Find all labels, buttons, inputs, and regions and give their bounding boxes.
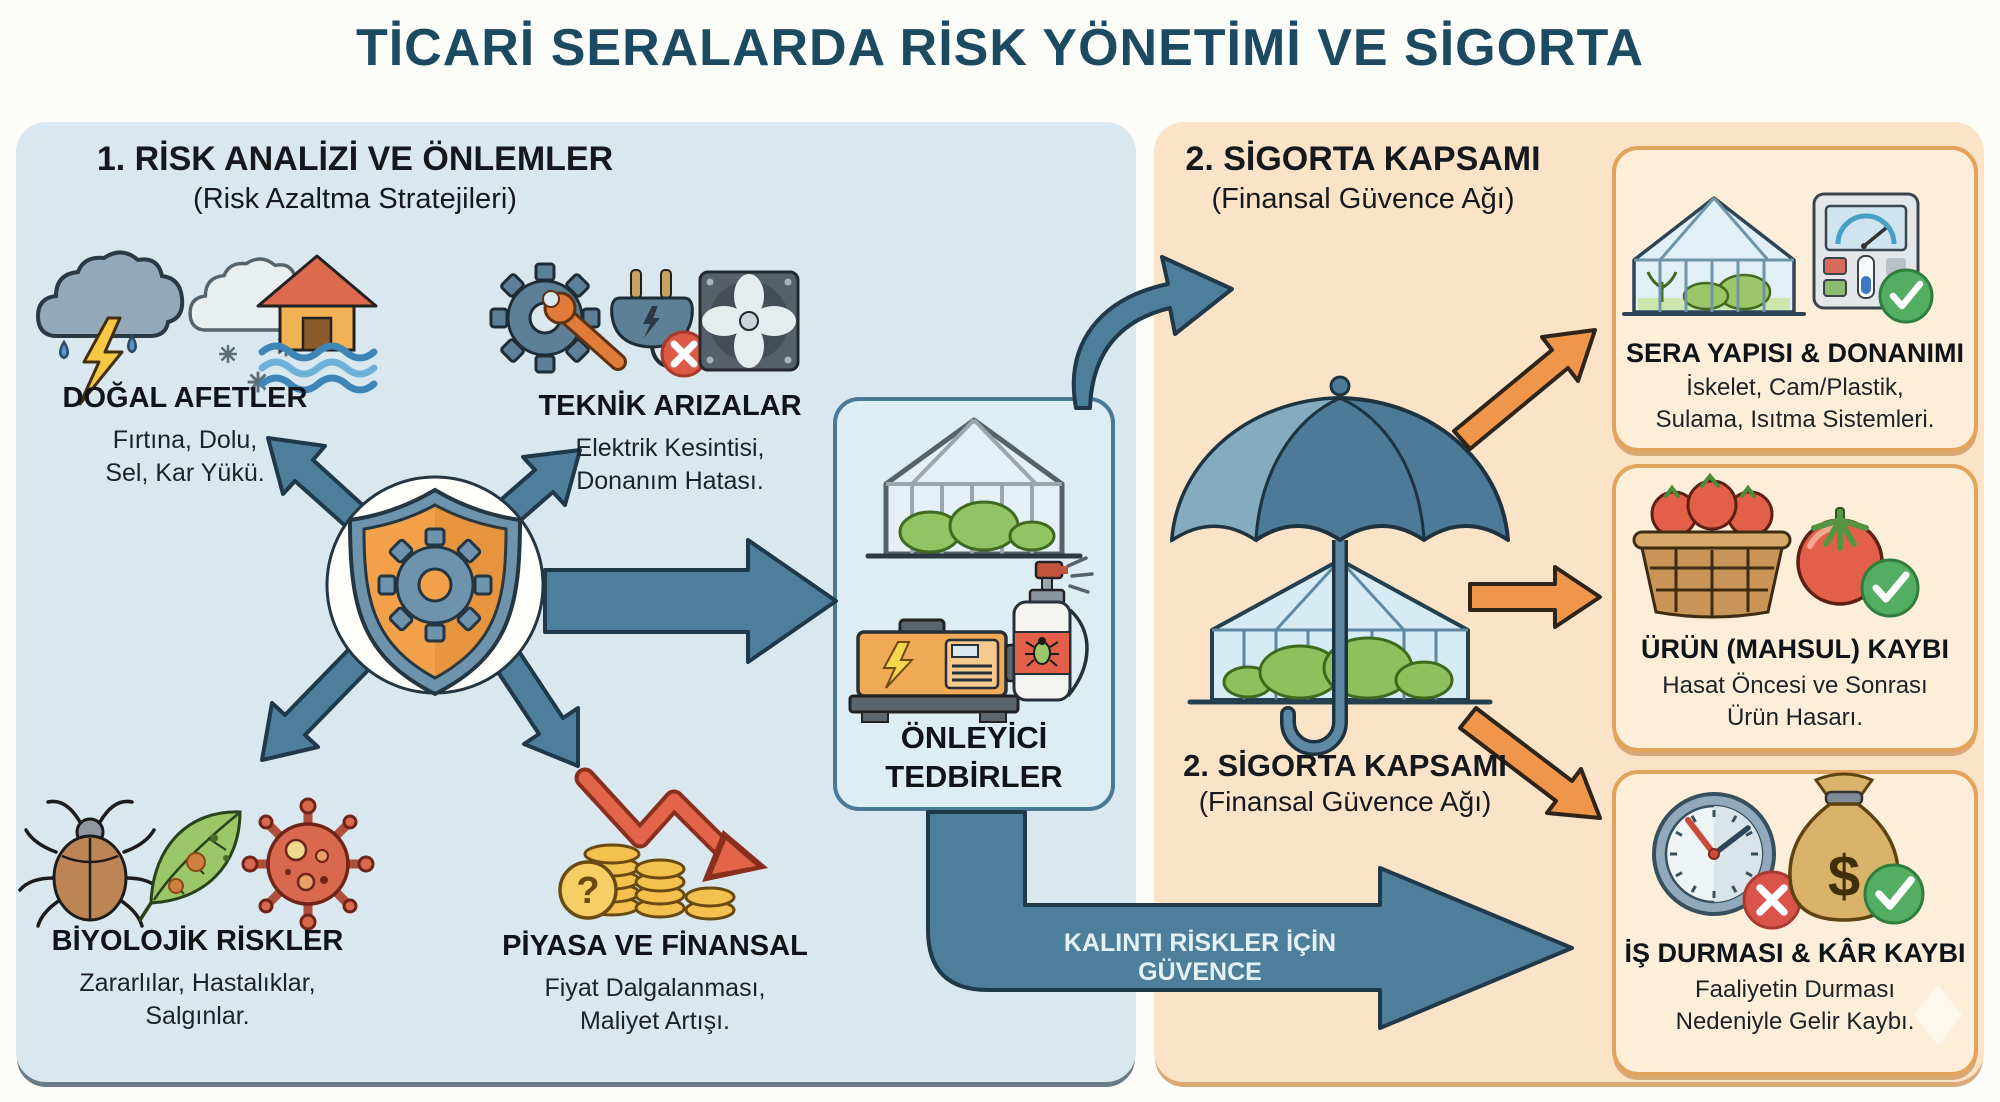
market-financial-title: PİYASA VE FİNANSAL xyxy=(502,930,808,962)
left-panel-heading: 1. RİSK ANALİZİ VE ÖNLEMLER (Risk Azaltm… xyxy=(55,140,655,216)
right-panel-title: 2. SİGORTA KAPSAMI xyxy=(1185,140,1541,178)
market-financial-desc: Fiyat Dalgalanması, Maliyet Artışı. xyxy=(544,974,766,1035)
coverage-structure-title: SERA YAPISI & DONANIMI xyxy=(1625,338,1965,368)
natural-disasters-desc: Fırtına, Dolu, Sel, Kar Yükü. xyxy=(105,426,265,487)
coverage-box-business: İŞ DURMASI & KÂR KAYBI Faaliyetin Durmas… xyxy=(1612,770,1978,1076)
coverage-structure-desc: İskelet, Cam/Plastik, Sulama, Isıtma Sis… xyxy=(1655,374,1935,433)
biological-risks-desc: Zararlılar, Hastalıklar, Salgınlar. xyxy=(79,969,316,1030)
coverage-box-crop: ÜRÜN (MAHSUL) KAYBI Hasat Öncesi ve Sonr… xyxy=(1612,464,1978,752)
left-panel-title: 1. RİSK ANALİZİ VE ÖNLEMLER xyxy=(96,140,614,178)
page-title: TİCARİ SERALARDA RİSK YÖNETİMİ VE SİGORT… xyxy=(355,19,1645,77)
biological-risks-title: BİYOLOJİK RİSKLER xyxy=(51,925,344,957)
right-panel-heading: 2. SİGORTA KAPSAMI (Finansal Güvence Ağı… xyxy=(1158,140,1568,216)
umbrella-caption: 2. SİGORTA KAPSAMI (Finansal Güvence Ağı… xyxy=(1140,748,1550,818)
umbrella-caption-subtitle: (Finansal Güvence Ağı) xyxy=(1198,786,1492,817)
natural-disasters-title: DOĞAL AFETLER xyxy=(62,382,308,414)
residual-risk-label: KALINTI RİSKLER İÇİN GÜVENCE xyxy=(1063,929,1337,986)
preventive-measures-label: ÖNLEYİCİ TEDBİRLER xyxy=(885,720,1063,794)
right-panel-subtitle: (Finansal Güvence Ağı) xyxy=(1211,183,1515,216)
left-panel-subtitle: (Risk Azaltma Stratejileri) xyxy=(193,183,517,216)
coverage-business-title: İŞ DURMASI & KÂR KAYBI xyxy=(1624,938,1966,968)
coverage-crop-desc: Hasat Öncesi ve Sonrası Ürün Hasarı. xyxy=(1662,672,1928,731)
coverage-business-desc: Faaliyetin Durması Nedeniyle Gelir Kaybı… xyxy=(1675,976,1915,1035)
preventive-measures-box: ÖNLEYİCİ TEDBİRLER xyxy=(833,397,1115,811)
umbrella-caption-title: 2. SİGORTA KAPSAMI xyxy=(1183,748,1507,783)
technical-failures-desc: Elektrik Kesintisi, Donanım Hatası. xyxy=(575,434,765,495)
coverage-box-structure: SERA YAPISI & DONANIMI İskelet, Cam/Plas… xyxy=(1612,146,1978,452)
coverage-crop-title: ÜRÜN (MAHSUL) KAYBI xyxy=(1641,634,1949,664)
technical-failures-title: TEKNİK ARIZALAR xyxy=(538,390,802,422)
